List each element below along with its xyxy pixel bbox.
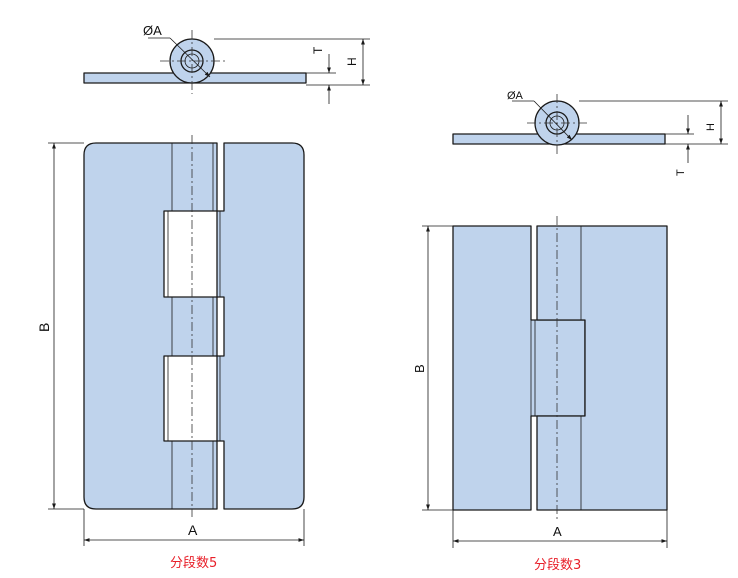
right-caption: 分段数3 — [534, 558, 581, 573]
left-length-label: B — [36, 323, 52, 332]
right-length-label: B — [412, 364, 427, 373]
left-front-leaf-a — [83, 142, 218, 510]
right-dia-label: ØA — [507, 90, 524, 102]
right-front-leaf-b — [536, 225, 668, 511]
left-height-label: H — [345, 57, 359, 66]
right-thickness-label: T — [675, 169, 687, 176]
left-hinge-front-view: B A — [36, 135, 305, 546]
left-dia-label: ØA — [143, 23, 162, 38]
left-front-leaf-b — [216, 142, 305, 510]
right-hinge-side-view: ØA T H — [452, 90, 728, 176]
left-hinge-side-view: ØA T H — [83, 23, 370, 104]
left-caption: 分段数5 — [170, 556, 217, 571]
right-hinge-front-view: B A — [412, 216, 668, 548]
left-thickness-label: T — [311, 46, 325, 54]
left-width-label: A — [188, 522, 198, 538]
right-height-label: H — [705, 123, 717, 131]
right-width-label: A — [553, 524, 562, 539]
